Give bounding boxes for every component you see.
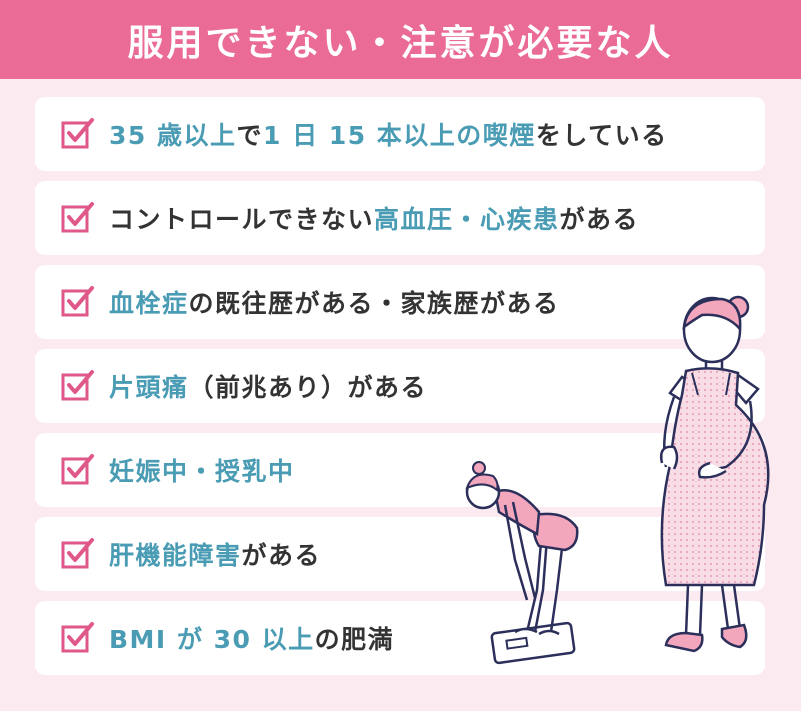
list-item: コントロールできない高血圧・心疾患がある — [35, 181, 765, 255]
pregnant-woman-illustration — [660, 295, 770, 653]
checkbox-checked-icon — [61, 622, 94, 653]
checkbox-checked-icon — [61, 202, 94, 233]
item-text: 血栓症の既往歴がある・家族歴がある — [109, 289, 560, 318]
list-item: 妊娠中・授乳中 — [35, 433, 765, 507]
woman-on-scale-illustration — [465, 461, 579, 665]
item-text: BMI が 30 以上の肥満 — [109, 625, 395, 654]
item-text: 片頭痛（前兆あり）がある — [109, 373, 428, 402]
list-item: BMI が 30 以上の肥満 — [35, 601, 765, 675]
header-banner: 服用できない・注意が必要な人 — [0, 0, 801, 79]
item-text: 35 歳以上で1 日 15 本以上の喫煙をしている — [109, 121, 668, 150]
checkbox-checked-icon — [61, 118, 94, 149]
list-item: 片頭痛（前兆あり）がある — [35, 349, 765, 423]
page-title: 服用できない・注意が必要な人 — [127, 22, 674, 64]
checkbox-checked-icon — [61, 538, 94, 569]
checkbox-checked-icon — [61, 454, 94, 485]
list-item: 35 歳以上で1 日 15 本以上の喫煙をしている — [35, 97, 765, 171]
item-text: 妊娠中・授乳中 — [109, 457, 295, 486]
item-text: 肝機能障害がある — [109, 541, 322, 570]
checkbox-checked-icon — [61, 370, 94, 401]
list-item: 血栓症の既往歴がある・家族歴がある — [35, 265, 765, 339]
checkbox-checked-icon — [61, 286, 94, 317]
item-text: コントロールできない高血圧・心疾患がある — [109, 205, 640, 234]
list-item: 肝機能障害がある — [35, 517, 765, 591]
